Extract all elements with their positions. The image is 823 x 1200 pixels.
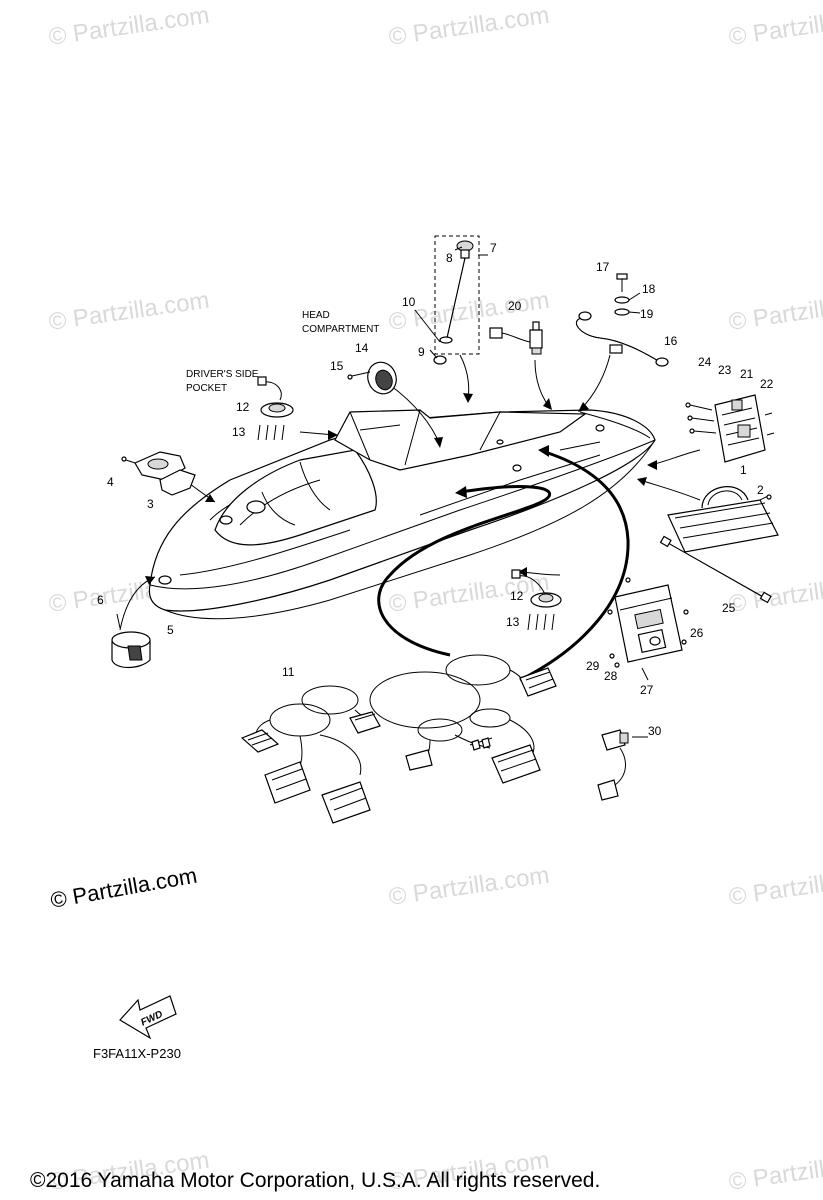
callout-12: 12 [510, 589, 524, 603]
callout-7: 7 [490, 241, 497, 255]
watermark: © Partzilla.com [727, 1147, 823, 1196]
drivers-pocket-label: DRIVER'S SIDE [186, 369, 259, 380]
part-3-holder: 4 3 [107, 451, 196, 511]
head-compartment-label: COMPARTMENT [302, 324, 379, 335]
callout-4: 4 [107, 475, 114, 489]
callout-11: 11 [282, 665, 295, 679]
callout-27: 27 [640, 683, 654, 697]
watermark: © Partzilla.com [727, 287, 823, 336]
part-5-light: 6 5 [97, 593, 174, 669]
part-7-assembly: 7 8 10 9 [402, 235, 497, 365]
callout-25: 25 [722, 601, 736, 615]
boat-hull [148, 409, 656, 620]
callout-8: 8 [446, 251, 453, 265]
diagram-code: F3FA11X-P230 [93, 1046, 181, 1061]
callout-14: 14 [355, 341, 369, 355]
watermark: © Partzilla.com [387, 2, 551, 51]
callout-1: 1 [740, 463, 747, 477]
part-11-harness: 11 [240, 654, 557, 824]
part-25-rod: 25 [659, 535, 772, 615]
callout-29: 29 [586, 659, 600, 673]
fwd-arrow-icon: FWD [119, 995, 177, 1040]
callout-21: 21 [740, 367, 754, 381]
watermark: © Partzilla.com [47, 287, 211, 336]
callout-6: 6 [97, 593, 104, 607]
callout-19: 19 [640, 307, 654, 321]
watermark: © Partzilla.com [727, 569, 823, 618]
callout-12: 12 [236, 400, 250, 414]
callout-26: 26 [690, 626, 704, 640]
callout-22: 22 [760, 377, 774, 391]
part-16-cable: 17 18 19 16 [576, 260, 678, 367]
callout-28: 28 [604, 669, 618, 683]
callout-9: 9 [418, 345, 425, 359]
part-21-relay-box: 24 23 21 22 [685, 355, 775, 463]
part-30-connector: 30 [597, 724, 662, 801]
callout-5: 5 [167, 623, 174, 637]
callout-18: 18 [642, 282, 656, 296]
callout-15: 15 [330, 359, 344, 373]
drivers-pocket-label: POCKET [186, 383, 227, 394]
callout-10: 10 [402, 295, 416, 309]
callout-13: 13 [232, 425, 246, 439]
callout-17: 17 [596, 260, 610, 274]
watermark: © Partzilla.com [387, 862, 551, 911]
callout-2: 2 [757, 483, 764, 497]
part-26-ecu: 26 29 28 27 [586, 577, 704, 697]
part-12-outlet-upper: 12 13 [232, 376, 294, 441]
arrows [119, 354, 701, 682]
copyright-badge: © Partzilla.com [49, 863, 199, 913]
callout-24: 24 [698, 355, 712, 369]
callout-3: 3 [147, 497, 154, 511]
part-1-battery-tray: 1 2 [667, 463, 779, 553]
part-12-outlet-lower: 12 13 [506, 569, 562, 631]
callout-23: 23 [718, 363, 732, 377]
footer-copyright: ©2016 Yamaha Motor Corporation, U.S.A. A… [30, 1169, 600, 1192]
callout-16: 16 [664, 334, 678, 348]
head-compartment-label: HEAD [302, 310, 330, 321]
callout-20: 20 [508, 299, 522, 313]
watermark: © Partzilla.com [727, 2, 823, 51]
part-14-speaker: 14 15 [330, 341, 397, 395]
callout-30: 30 [648, 724, 662, 738]
part-20-switch: 20 [489, 299, 543, 355]
watermark: © Partzilla.com [727, 862, 823, 911]
callout-13: 13 [506, 615, 520, 629]
watermark: © Partzilla.com [47, 2, 211, 51]
